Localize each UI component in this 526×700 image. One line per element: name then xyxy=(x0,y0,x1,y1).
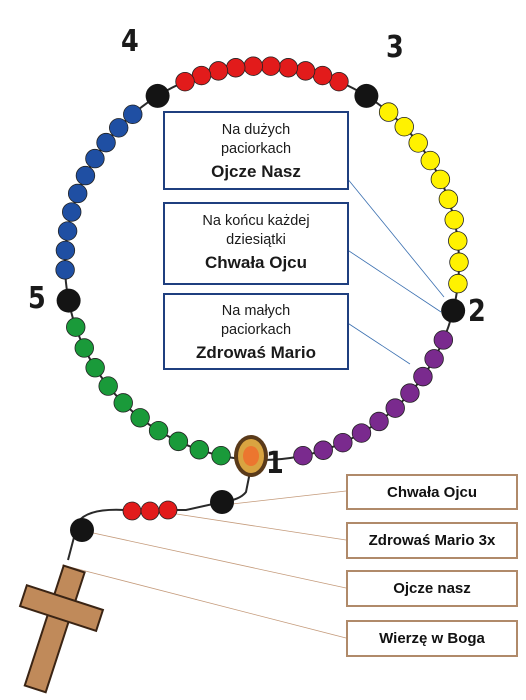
number-4: 4 xyxy=(121,24,139,59)
bead-decade-3-10 xyxy=(55,260,75,280)
bead-decade-4-1 xyxy=(66,317,86,337)
medal-center xyxy=(243,446,259,466)
bead-decade-2-4 xyxy=(278,58,298,78)
cross-vertical-beam xyxy=(23,564,86,694)
leader-line-label-creed xyxy=(61,564,347,639)
label-glory-be: Chwała Ojcu xyxy=(346,474,518,510)
bead-decade-5-9 xyxy=(424,349,444,369)
bead-decade-5-8 xyxy=(413,366,433,387)
bead-decade-1-2 xyxy=(449,252,469,272)
box-our-father-line1: Na dużych xyxy=(221,122,291,138)
bead-decade-5-6 xyxy=(385,398,405,418)
box-hail-mary-title: Zdrowaś Mario xyxy=(196,343,316,362)
bead-decade-5-10 xyxy=(433,330,454,350)
bead-pendant-large-2 xyxy=(70,518,94,542)
box-our-father-line2: paciorkach xyxy=(220,141,292,157)
number-1: 1 xyxy=(266,446,284,481)
bead-decade-1-6 xyxy=(430,169,451,190)
leader-line-our-father xyxy=(341,171,445,298)
bead-decade-2-5 xyxy=(261,56,281,76)
bead-decade-5-5 xyxy=(369,411,389,432)
bead-decade-2-2 xyxy=(312,65,333,86)
label-our-father: Ojcze nasz xyxy=(346,570,518,607)
bead-decade-1-9 xyxy=(394,117,414,137)
bead-pendant-large-1 xyxy=(210,490,234,514)
bead-decade-3-6 xyxy=(67,183,88,204)
bead-decade-3-4 xyxy=(85,148,105,169)
bead-decade-1-4 xyxy=(444,210,464,230)
leader-line-glory-be xyxy=(339,244,442,313)
bead-decade-4-10 xyxy=(211,445,231,466)
bead-decade-4-5 xyxy=(113,393,133,413)
box-hail-mary: Na małych paciorkach Zdrowaś Mario xyxy=(163,293,349,370)
bead-decade-4-2 xyxy=(74,338,94,358)
bead-decade-5-1 xyxy=(293,445,313,466)
bead-decade-3-2 xyxy=(109,118,129,138)
bead-decade-1-3 xyxy=(448,231,468,251)
bead-decade-5-3 xyxy=(333,432,353,453)
bead-decade-3-8 xyxy=(57,221,78,241)
bead-decade-5-7 xyxy=(400,383,420,403)
bead-decade-1-8 xyxy=(408,133,428,153)
bead-decade-2-7 xyxy=(226,58,246,78)
bead-decade-4-3 xyxy=(85,358,105,378)
label-creed: Wierzę w Boga xyxy=(346,620,518,657)
bead-pendant-small-2 xyxy=(140,501,160,521)
bead-decade-5-2 xyxy=(313,440,333,460)
box-glory-be: Na końcu każdej dziesiątki Chwała Ojcu xyxy=(163,202,349,285)
leader-line-label-father xyxy=(83,530,347,589)
bead-decade-5-4 xyxy=(351,423,372,443)
bead-decade-4-8 xyxy=(168,431,189,452)
cross-center xyxy=(50,596,73,620)
bead-decade-1-10 xyxy=(378,102,399,122)
bead-large-5 xyxy=(56,288,81,313)
bead-pendant-small-1 xyxy=(122,501,142,521)
cross-icon xyxy=(18,564,105,694)
number-5: 5 xyxy=(28,281,46,316)
bead-pendant-small-3 xyxy=(158,500,178,520)
bead-decade-3-3 xyxy=(96,132,116,153)
bead-decade-1-1 xyxy=(448,273,468,294)
label-hail-mary-3x: Zdrowaś Mario 3x xyxy=(346,522,518,559)
box-hail-mary-line2: paciorkach xyxy=(220,322,292,338)
bead-decade-4-9 xyxy=(189,440,210,460)
box-our-father-title: Ojcze Nasz xyxy=(211,162,301,181)
number-2: 2 xyxy=(468,294,486,329)
bead-large-2 xyxy=(441,298,466,323)
box-our-father: Na dużych paciorkach Ojcze Nasz xyxy=(163,111,349,190)
bead-decade-3-1 xyxy=(123,104,143,125)
bead-decade-4-4 xyxy=(98,376,118,396)
leader-line-hail-mary xyxy=(339,317,411,365)
bead-decade-2-6 xyxy=(243,56,263,76)
box-hail-mary-line1: Na małych xyxy=(221,303,291,319)
bead-decade-1-5 xyxy=(438,189,459,209)
number-3: 3 xyxy=(386,30,404,65)
bead-large-4 xyxy=(145,83,170,108)
bead-decade-3-7 xyxy=(62,202,82,222)
bead-decade-3-5 xyxy=(75,165,96,186)
bead-decade-2-1 xyxy=(329,71,349,92)
leader-line-label-hail xyxy=(169,512,347,541)
bead-decade-2-3 xyxy=(295,61,316,81)
bead-decade-4-7 xyxy=(148,420,169,441)
bead-large-3 xyxy=(354,83,379,108)
bead-decade-2-10 xyxy=(175,71,195,92)
bead-decade-2-9 xyxy=(191,65,212,86)
leader-line-label-glory xyxy=(231,490,347,505)
pendant-chain xyxy=(67,471,251,561)
box-glory-be-line2: dziesiątki xyxy=(226,232,286,248)
box-glory-be-line1: Na końcu każdej xyxy=(202,213,310,229)
box-glory-be-title: Chwała Ojcu xyxy=(204,253,308,272)
bead-decade-1-7 xyxy=(420,150,440,171)
bead-decade-2-8 xyxy=(208,61,229,81)
bead-decade-4-6 xyxy=(130,408,150,428)
bead-decade-3-9 xyxy=(55,240,76,261)
